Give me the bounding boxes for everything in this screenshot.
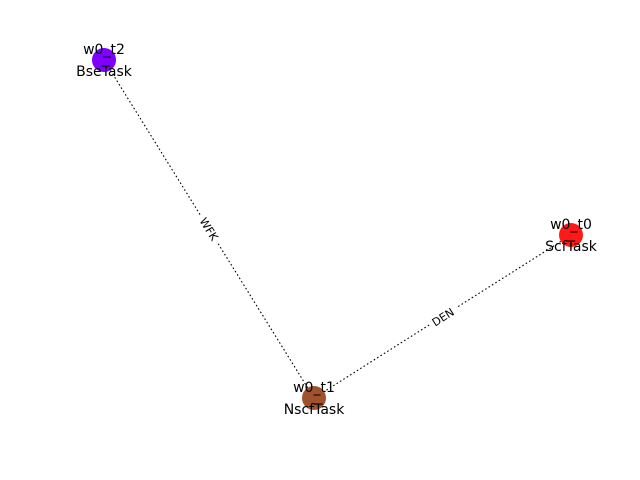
node-task-w0-t1: NscfTask: [284, 402, 346, 418]
edge-label-bg-den: [425, 301, 461, 332]
node-w0-t0[interactable]: w0_t0 ScfTask: [545, 217, 598, 255]
node-id-w0-t0: w0_t0: [550, 217, 592, 233]
node-task-w0-t2: BseTask: [76, 64, 133, 80]
node-w0-t2[interactable]: w0_t2 BseTask: [76, 42, 133, 80]
edge-label-bg-wfk: [194, 211, 225, 247]
node-w0-t1[interactable]: w0_t1 NscfTask: [284, 380, 346, 418]
node-task-w0-t0: ScfTask: [545, 239, 598, 255]
node-circle-w0-t1: [302, 386, 326, 410]
edge-den: DEN: [313, 234, 572, 399]
node-circle-w0-t0: [559, 223, 583, 247]
node-id-w0-t2: w0_t2: [83, 42, 125, 58]
node-circle-w0-t2: [92, 48, 116, 72]
node-id-w0-t1: w0_t1: [293, 380, 335, 396]
edge-wfk: WFK: [103, 59, 315, 399]
